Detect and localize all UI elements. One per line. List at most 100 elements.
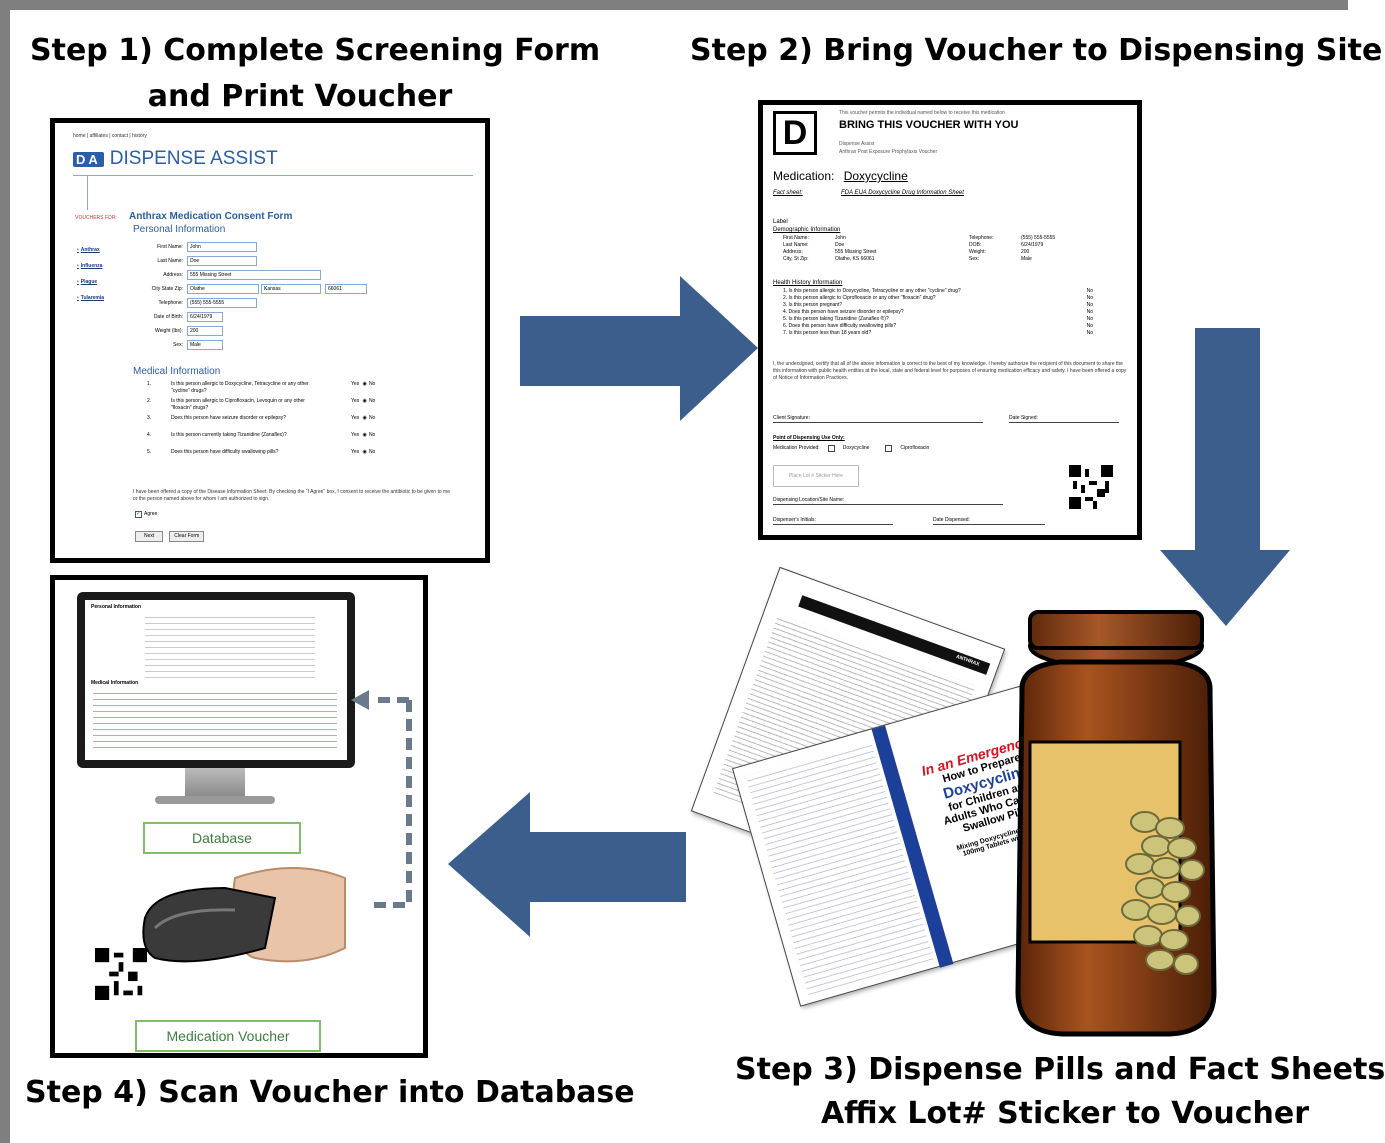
field-input[interactable]: Olathe xyxy=(187,284,259,294)
doxycycline-checkbox[interactable] xyxy=(827,445,835,452)
field-input[interactable]: Doe xyxy=(187,256,257,266)
form-title: Anthrax Medication Consent Form xyxy=(129,211,293,222)
screening-form-panel: home | affiliates | contact | history DA… xyxy=(50,118,490,563)
question-text: Is this person currently taking Tizanidi… xyxy=(171,432,287,438)
health-question-row: 2. Is this person allergic to Ciprofloxa… xyxy=(783,295,1093,301)
next-button[interactable]: Next xyxy=(135,531,164,542)
field-input[interactable]: Male xyxy=(187,340,223,350)
field-input[interactable]: (555) 555-5555 xyxy=(187,298,257,308)
demographic-row: Address:555 Missing Street xyxy=(783,249,877,255)
voucher-sidebar: •Anthrax •Influenza •Plague •Tularemia xyxy=(77,247,117,311)
agree-checkbox[interactable]: ✓ xyxy=(135,511,142,518)
lot-sticker-area: Place Lot # Sticker Here xyxy=(773,465,859,487)
field-label: Telephone: xyxy=(158,299,183,306)
field-input[interactable]: John xyxy=(187,242,257,252)
header-rule xyxy=(73,175,473,176)
voucher-bring-heading: BRING THIS VOUCHER WITH YOU xyxy=(839,119,1019,131)
voucher-qr-code xyxy=(1069,465,1113,509)
form-row: First Name:John xyxy=(141,240,421,254)
demographic-row: First Name:John xyxy=(783,235,846,241)
yes-no-radios[interactable]: Yes ◉No xyxy=(351,415,376,421)
field-input[interactable]: 200 xyxy=(187,326,223,336)
brand-title: DISPENSE ASSIST xyxy=(109,148,278,169)
yes-no-radios[interactable]: Yes ◉No xyxy=(351,449,376,455)
health-question-row: 4. Does this person have seizure disorde… xyxy=(783,309,1093,315)
da-logo: DA xyxy=(73,151,104,167)
scan-qr-code xyxy=(95,948,147,1000)
sidebar-item-influenza[interactable]: •Influenza xyxy=(77,263,103,269)
initials-line: Dispenser's Initials: xyxy=(773,517,893,525)
certify-text: I, the undersigned, certify that all of … xyxy=(773,361,1127,381)
step-4-title: Step 4) Scan Voucher into Database xyxy=(25,1075,635,1110)
sidebar-item-label: Plague xyxy=(80,279,98,285)
field-input[interactable]: 555 Missing Street xyxy=(187,270,321,280)
health-question-row: 7. Is this person less than 18 years old… xyxy=(783,330,1093,336)
agree-row: ✓ Agree xyxy=(135,511,157,518)
step-2-title: Step 2) Bring Voucher to Dispensing Site xyxy=(690,33,1383,68)
ciprofloxacin-checkbox[interactable] xyxy=(885,445,893,452)
sidebar-item-label: Anthrax xyxy=(80,247,100,253)
consent-text: I have been offered a copy of the Diseas… xyxy=(133,489,450,502)
yes-no-radios[interactable]: Yes ◉No xyxy=(351,398,376,404)
demographic-heading: Demographic Information xyxy=(773,227,841,233)
voucher-panel: D This voucher permits the individual na… xyxy=(758,100,1142,540)
answer-no: No xyxy=(1086,323,1093,329)
state-select[interactable]: Kansas xyxy=(261,284,321,294)
form-buttons: Next Clear Form xyxy=(135,531,205,542)
demographic-row: Telephone:(555) 555-5555 xyxy=(969,235,1056,241)
field-label: Address: xyxy=(163,271,183,278)
answer-no: No xyxy=(1086,288,1093,294)
personal-heading: Personal Information xyxy=(133,224,226,235)
medication-row: Medication: Doxycycline xyxy=(773,169,908,183)
screen-personal-heading: Personal Information xyxy=(91,604,142,610)
arrow-left xyxy=(448,792,686,937)
clear-form-button[interactable]: Clear Form xyxy=(169,531,205,542)
question-text: Is this person allergic to Ciprofloxacin… xyxy=(171,398,305,411)
form-row: Sex:Male xyxy=(141,338,421,352)
yes-no-radios[interactable]: Yes ◉No xyxy=(351,381,376,387)
monitor-stand xyxy=(185,768,245,798)
database-label: Database xyxy=(143,822,301,854)
medication-label: Medication: xyxy=(773,169,835,183)
answer-no: No xyxy=(1086,295,1093,301)
voucher-subtitle: Anthrax Post Exposure Prophylaxis Vouche… xyxy=(839,149,938,155)
site-name-line: Dispensing Location/Site Name: xyxy=(773,497,1003,505)
fact-sheet-link: FDA EUA Doxycycline Drug Information She… xyxy=(841,190,964,196)
vouchers-for-label: VOUCHERS FOR: xyxy=(75,215,117,221)
demographic-row: Sex:Male xyxy=(969,256,1032,262)
field-input[interactable]: 6/24/1979 xyxy=(187,312,223,322)
screen-questions xyxy=(93,688,337,748)
sidebar-item-tularemia[interactable]: •Tularemia xyxy=(77,295,105,301)
health-question-row: 5. Is this person taking Tizanidine (Zan… xyxy=(783,316,1093,322)
form-row: Weight (lbs):200 xyxy=(141,324,421,338)
pill-bottle xyxy=(1015,610,1217,1037)
question-text: Is this person allergic to Doxycycline, … xyxy=(171,381,309,394)
scan-panel: Personal Information Medical Information… xyxy=(50,575,428,1058)
date-dispensed-line: Date Dispensed: xyxy=(933,517,1045,525)
form-header: DA DISPENSE ASSIST xyxy=(73,148,278,169)
sidebar-item-label: Tularemia xyxy=(80,295,105,301)
yes-no-radios[interactable]: Yes ◉No xyxy=(351,432,376,438)
zip-input[interactable]: 66061 xyxy=(325,284,367,294)
form-row: Date of Birth: 6/24/1979 xyxy=(141,310,421,324)
question-row: 2.Is this person allergic to Ciprofloxac… xyxy=(147,398,376,411)
voucher-assist: Dispense Assist xyxy=(839,141,875,147)
monitor: Personal Information Medical Information xyxy=(77,592,355,768)
fact-sheet-label: Fact sheet: xyxy=(773,190,803,196)
field-label: Date of Birth: xyxy=(153,313,183,320)
voucher-letter-badge: D xyxy=(773,111,817,155)
question-text: Does this person have difficulty swallow… xyxy=(171,449,279,455)
answer-no: No xyxy=(1086,302,1093,308)
answer-no: No xyxy=(1086,330,1093,336)
arrow-right xyxy=(520,276,758,421)
answer-no: No xyxy=(1086,316,1093,322)
demographic-row: City, St Zip:Olathe, KS 66061 xyxy=(783,256,875,262)
medication-voucher-label: Medication Voucher xyxy=(135,1020,321,1052)
sidebar-item-anthrax[interactable]: •Anthrax xyxy=(77,247,100,253)
medication-provided-row: Medication Provided: Doxycycline Ciprofl… xyxy=(773,445,930,452)
sidebar-item-plague[interactable]: •Plague xyxy=(77,279,98,285)
form-row: Last Name:Doe xyxy=(141,254,421,268)
